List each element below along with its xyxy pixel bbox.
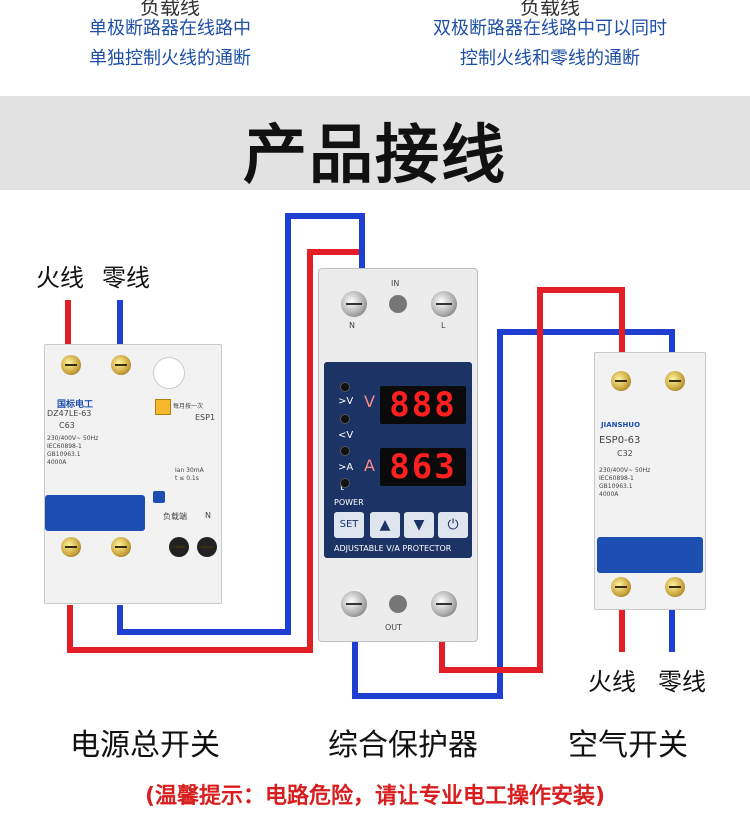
rcbo-module-note: 每月按一次	[173, 403, 204, 410]
rcbo-load-end: 负载端	[163, 512, 187, 521]
row-under-voltage: <V	[338, 430, 354, 441]
left-caption-cut-heading: 负载线	[140, 0, 200, 19]
terminal-screw-icon	[665, 577, 685, 597]
protector-in-l: L	[441, 321, 446, 330]
title-band: 产品接线	[0, 96, 750, 193]
rcbo-rating: C63	[59, 421, 75, 430]
voltage-display: 888	[380, 386, 466, 424]
air-switch-toggle[interactable]	[597, 537, 703, 573]
neutral-label-left: 零线	[102, 264, 150, 292]
wiring-diagram	[65, 213, 675, 699]
protector-out-live	[439, 287, 625, 673]
protector-name: ADJUSTABLE V/A PROTECTOR	[334, 544, 452, 553]
live-label-right: 火线	[588, 668, 636, 696]
terminal-screw-icon	[111, 537, 131, 557]
protector-label: 综合保护器	[328, 728, 478, 763]
down-button[interactable]: ▼	[404, 512, 434, 538]
right-caption: 负载线 双极断路器在线路中可以同时 控制火线和零线的通断	[390, 0, 710, 74]
terminal-screw-icon	[61, 355, 81, 375]
mcb-model: ESP0-63	[599, 435, 641, 446]
mcb-rating: C32	[617, 449, 633, 458]
left-caption: 负载线 单极断路器在线路中 单独控制火线的通断	[50, 0, 290, 74]
terminal-screw-icon	[431, 591, 457, 617]
main-switch-breaker: 国标电工 DZ47LE-63 C63 230/400V~ 50Hz IEC608…	[44, 344, 222, 604]
air-switch-breaker: JIANSHUO ESP0-63 C32 230/400V~ 50Hz IEC6…	[594, 352, 706, 610]
indicator-led	[340, 382, 350, 392]
section-title: 产品接线	[243, 119, 507, 193]
indicator-led	[340, 446, 350, 456]
row-over-voltage: >V	[338, 396, 354, 407]
rcbo-breaking: 4000A	[47, 459, 67, 466]
rcbo-trip-time: t ≤ 0.1s	[175, 475, 199, 482]
left-caption-line-1: 单极断路器在线路中	[89, 18, 251, 39]
mcb-brand: JIANSHUO	[601, 421, 641, 429]
rcbo-module-name: ESP1	[195, 413, 216, 422]
protector-in-n: N	[349, 321, 355, 330]
current-display: 863	[380, 448, 466, 486]
rcbo-ian: Ian 30mA	[175, 467, 204, 474]
rcbo-std1: IEC60898-1	[47, 443, 82, 450]
protector-out-label: OUT	[385, 623, 403, 632]
power-button[interactable]: ⏻	[438, 512, 468, 538]
right-caption-line-1: 双极断路器在线路中可以同时	[433, 18, 667, 39]
terminal-screw-icon	[169, 537, 189, 557]
indicator-window	[389, 295, 407, 313]
right-caption-line-2: 控制火线和零线的通断	[460, 48, 640, 69]
protector-control-panel: >V <V >A t POWER V A 888 863 SET ▲ ▼ ⏻ A…	[324, 362, 472, 558]
voltage-unit-label: V	[364, 392, 375, 411]
protector-in-label: IN	[391, 279, 400, 288]
rcbo-n-mark: N	[205, 511, 211, 520]
mcb-std2: GB10963.1	[599, 483, 633, 490]
terminal-screw-icon	[431, 291, 457, 317]
top-caption-area: 负载线 单极断路器在线路中 单独控制火线的通断 负载线 双极断路器在线路中可以同…	[0, 0, 750, 96]
power-label: POWER	[334, 498, 364, 507]
mcb-spec: 230/400V~ 50Hz	[599, 467, 651, 474]
rcbo-model: DZ47LE-63	[47, 409, 92, 418]
terminal-screw-icon	[341, 591, 367, 617]
mcb-std1: IEC60898-1	[599, 475, 634, 482]
neutral-label-right: 零线	[658, 668, 706, 696]
rcbo-brand: 国标电工	[57, 400, 94, 410]
left-caption-line-2: 单独控制火线的通断	[89, 48, 251, 69]
live-label-left: 火线	[36, 264, 84, 292]
indicator-window	[389, 595, 407, 613]
terminal-screw-icon	[665, 371, 685, 391]
mcb-breaking: 4000A	[599, 491, 619, 498]
main-switch-label: 电源总开关	[70, 728, 220, 763]
terminal-screw-icon	[341, 291, 367, 317]
up-button[interactable]: ▲	[370, 512, 400, 538]
terminal-screw-icon	[197, 537, 217, 557]
air-switch-label: 空气开关	[568, 728, 688, 763]
indicator-led	[340, 414, 350, 424]
test-button[interactable]	[155, 399, 171, 415]
indicator-window	[153, 357, 185, 389]
safety-warning: (温馨提示：电路危险，请让专业电工操作安装)	[144, 784, 606, 809]
right-caption-cut-heading: 负载线	[520, 0, 580, 19]
row-over-current: >A	[338, 462, 354, 473]
rcbo-spec: 230/400V~ 50Hz	[47, 435, 99, 442]
rcbo-std2: GB10963.1	[47, 451, 81, 458]
protector-out-neutral	[352, 329, 675, 699]
terminal-screw-icon	[611, 371, 631, 391]
set-button[interactable]: SET	[334, 512, 364, 538]
terminal-screw-icon	[611, 577, 631, 597]
terminal-screw-icon	[111, 355, 131, 375]
reset-button[interactable]	[153, 491, 165, 503]
current-unit-label: A	[364, 456, 375, 475]
indicator-led	[340, 478, 350, 488]
terminal-screw-icon	[61, 537, 81, 557]
main-switch-toggle[interactable]	[45, 495, 145, 531]
